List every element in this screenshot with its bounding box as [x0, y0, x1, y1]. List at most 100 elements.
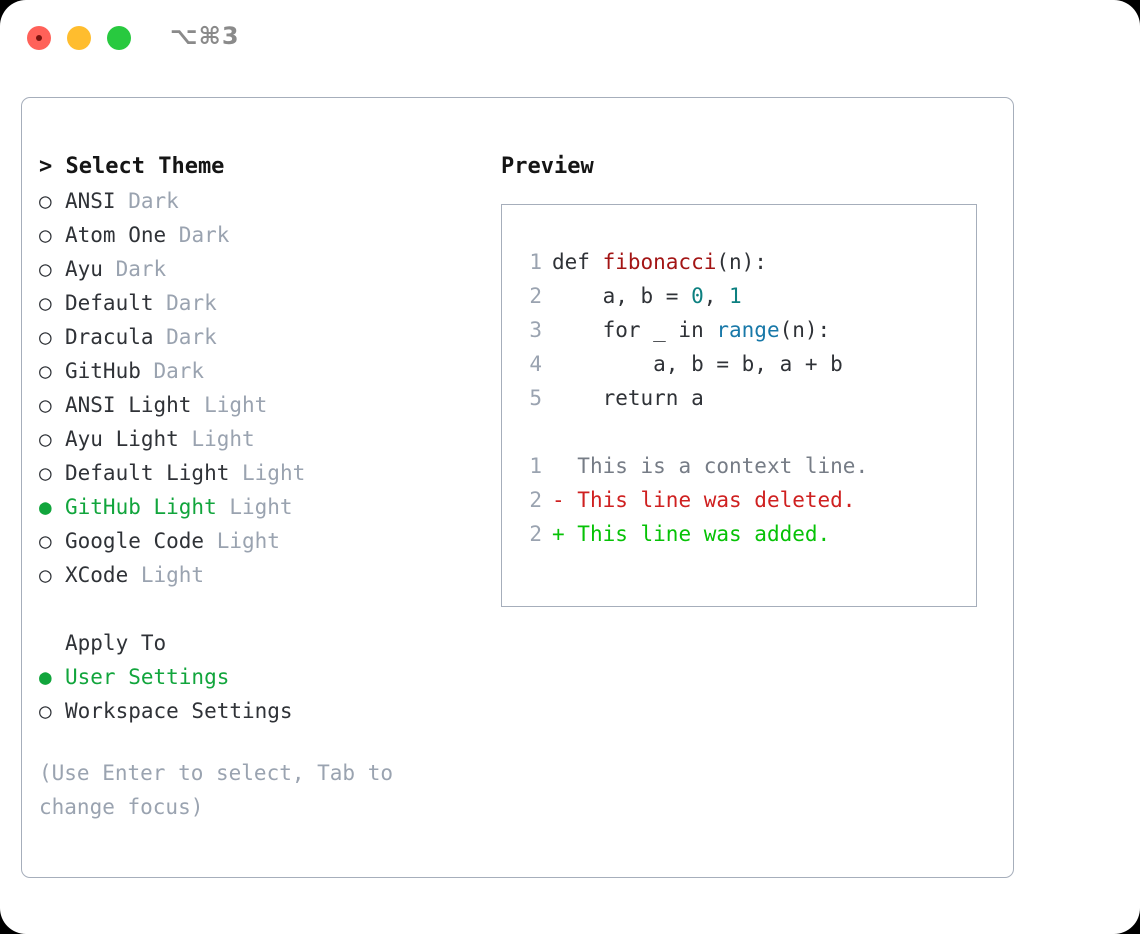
code-token: def	[552, 250, 603, 274]
diff-sample: 1 This is a context line.2- This line wa…	[518, 449, 976, 551]
code-token: (n):	[779, 318, 831, 342]
theme-list-item[interactable]: ○GitHub Dark	[39, 354, 479, 388]
apply-to-label: User Settings	[65, 665, 230, 689]
radio-unselected-icon: ○	[39, 427, 52, 451]
line-number: 2	[529, 284, 542, 308]
diff-line: 2- This line was deleted.	[518, 483, 976, 517]
theme-list-item[interactable]: ○ Default Light Light	[39, 456, 479, 490]
code-token: return a	[552, 386, 704, 410]
radio-unselected-icon: ○	[39, 393, 52, 417]
keyboard-shortcut-label: ⌥⌘3	[170, 22, 240, 50]
code-line: 5 return a	[518, 381, 976, 415]
theme-list-item[interactable]: ○ Ayu Dark	[39, 252, 479, 286]
minimize-button[interactable]	[67, 26, 91, 50]
close-button[interactable]	[27, 26, 51, 50]
theme-name: GitHub	[65, 359, 141, 383]
theme-name: ANSI Light	[65, 393, 192, 417]
select-theme-heading: > Select Theme	[39, 154, 225, 179]
line-number: 1	[529, 454, 542, 478]
theme-variant-tag: Light	[216, 495, 293, 519]
radio-unselected-icon: ○	[39, 563, 52, 587]
apply-to-option[interactable]: ● User Settings	[39, 660, 479, 694]
apply-to-heading: Apply To	[65, 631, 167, 655]
theme-list: ○ANSI Dark○Atom One Dark○Ayu Dark○Defaul…	[39, 184, 479, 592]
line-number: 4	[529, 352, 542, 376]
theme-name: Ayu	[65, 257, 103, 281]
code-line: 3 for _ in range(n):	[518, 313, 976, 347]
theme-variant-tag: Dark	[153, 325, 217, 349]
theme-variant-tag: Light	[128, 563, 205, 587]
theme-name: Ayu Light	[65, 427, 179, 451]
code-token: range	[716, 318, 780, 342]
theme-name: ANSI	[65, 189, 116, 213]
diff-marker: -	[552, 488, 578, 512]
code-token: (n):	[716, 250, 767, 274]
diff-line: 2 + This line was added.	[518, 517, 976, 551]
line-number: 3	[529, 318, 542, 342]
theme-list-item[interactable]: ○ Ayu Light Light	[39, 422, 479, 456]
theme-variant-tag: Light	[204, 529, 280, 553]
line-number: 2	[529, 488, 542, 512]
theme-variant-tag: Light	[229, 461, 306, 485]
zoom-button[interactable]	[107, 26, 131, 50]
theme-variant-tag: Dark	[166, 223, 230, 247]
theme-variant-tag: Light	[191, 393, 268, 417]
diff-text: This line was deleted.	[577, 488, 856, 512]
radio-unselected-icon: ○	[39, 699, 52, 723]
title-bar: ⌥⌘3	[0, 0, 1140, 78]
theme-name: Default	[65, 291, 154, 315]
diff-marker: +	[552, 522, 578, 546]
apply-to-label: Workspace Settings	[65, 699, 293, 723]
code-token: ,	[703, 284, 730, 308]
code-token: for _ in	[552, 318, 717, 342]
theme-variant-tag: Dark	[140, 359, 205, 383]
theme-variant-tag: Dark	[102, 257, 167, 281]
theme-list-item[interactable]: ○ANSI Dark	[39, 184, 479, 218]
theme-name: XCode	[65, 563, 129, 587]
code-token: a, b =	[552, 284, 692, 308]
radio-unselected-icon: ○	[39, 325, 52, 349]
preview-heading: Preview	[501, 154, 594, 179]
theme-picker-panel: > Select Theme ○ANSI Dark○Atom One Dark○…	[21, 97, 1014, 878]
radio-selected-icon: ●	[39, 665, 52, 689]
line-number: 5	[529, 386, 542, 410]
theme-name: Google Code	[65, 529, 205, 553]
theme-variant-tag: Dark	[115, 189, 179, 213]
code-line: 2 a, b = 0, 1	[518, 279, 976, 313]
radio-unselected-icon: ○	[39, 223, 52, 247]
code-token: 1	[729, 284, 742, 308]
traffic-lights	[27, 26, 131, 50]
keyboard-hint: (Use Enter to select, Tab to change focu…	[39, 761, 394, 819]
apply-to-option[interactable]: ○ Workspace Settings	[39, 694, 479, 728]
line-number: 1	[529, 250, 542, 274]
theme-list-item[interactable]: ○ ANSI Light Light	[39, 388, 479, 422]
theme-variant-tag: Light	[178, 427, 255, 451]
theme-name: GitHub Light	[65, 495, 217, 519]
theme-variant-tag: Dark	[153, 291, 217, 315]
theme-list-item[interactable]: ○ Dracula Dark	[39, 320, 479, 354]
theme-list-item[interactable]: ○Atom One Dark	[39, 218, 479, 252]
code-line: 1 def fibonacci(n):	[518, 245, 976, 279]
code-token: fibonacci	[602, 250, 717, 274]
diff-line: 1 This is a context line.	[518, 449, 976, 483]
line-number: 2	[529, 522, 542, 546]
theme-list-item[interactable]: ○Google Code Light	[39, 524, 479, 558]
radio-selected-icon: ●	[39, 495, 52, 519]
code-token: a, b = b, a + b	[552, 352, 843, 376]
theme-list-item[interactable]: ○Default Dark	[39, 286, 479, 320]
code-token: 0	[691, 284, 704, 308]
diff-text: This line was added.	[577, 522, 831, 546]
code-line: 4 a, b = b, a + b	[518, 347, 976, 381]
theme-name: Default Light	[65, 461, 230, 485]
apply-to-list: ● User Settings ○ Workspace Settings	[39, 660, 479, 728]
theme-list-item[interactable]: ○ XCode Light	[39, 558, 479, 592]
theme-list-item[interactable]: ● GitHub Light Light	[39, 490, 479, 524]
radio-unselected-icon: ○	[39, 257, 52, 281]
code-diff-gap	[518, 415, 976, 449]
theme-name: Dracula	[65, 325, 154, 349]
radio-unselected-icon: ○	[39, 461, 52, 485]
